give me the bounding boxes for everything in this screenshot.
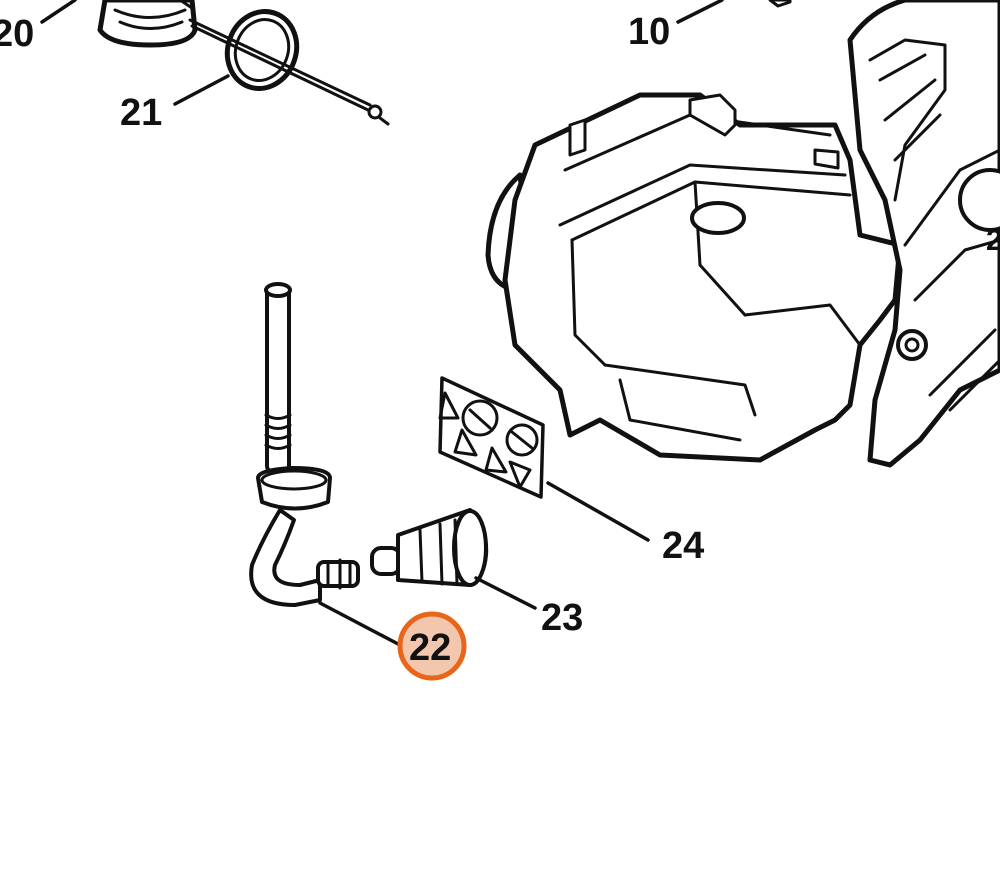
o-ring <box>224 9 300 91</box>
callout-partial-right: 2 <box>986 224 1000 257</box>
oil-tank-housing <box>485 92 903 463</box>
warning-label <box>438 376 545 499</box>
callout-22[interactable]: 22 <box>409 627 451 669</box>
highlight-circle[interactable] <box>397 611 467 681</box>
cap-retainer-wire <box>188 18 390 126</box>
leader-20 <box>40 0 77 24</box>
small-part-top <box>768 0 792 8</box>
leader-10 <box>676 0 724 24</box>
callout-24[interactable]: 24 <box>662 525 704 567</box>
leader-22 <box>318 601 402 647</box>
leader-21 <box>173 74 230 106</box>
callout-23[interactable]: 23 <box>541 597 583 639</box>
fuel-cap-assembly <box>97 0 198 48</box>
callout-21[interactable]: 21 <box>120 92 162 134</box>
leader-24 <box>546 481 650 542</box>
callout-10[interactable]: 10 <box>628 11 670 53</box>
callout-20[interactable]: 20 <box>0 13 34 55</box>
leader-23 <box>474 576 537 610</box>
leader-lines <box>40 0 724 647</box>
oil-filter <box>370 508 489 587</box>
crankcase-housing <box>847 0 1000 468</box>
suction-hose <box>249 282 360 607</box>
